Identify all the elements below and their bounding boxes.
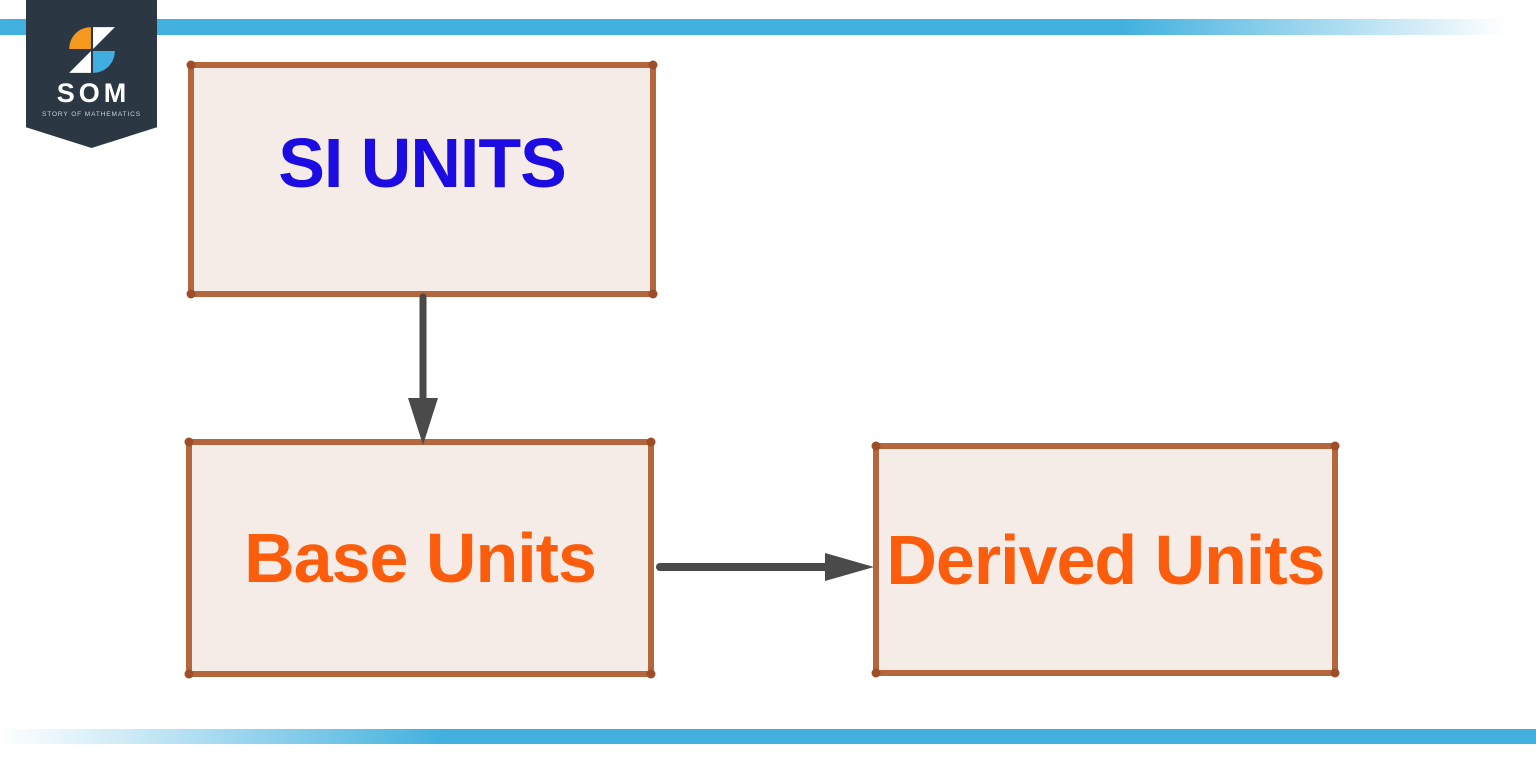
node-derived-units-label: Derived Units [886, 520, 1325, 599]
top-accent-bar [0, 19, 1536, 35]
som-logo-text: SOM [56, 78, 131, 108]
som-pinwheel-icon [68, 27, 115, 73]
som-logo-tagline: STORY OF MATHEMATICS [41, 111, 142, 118]
node-base-units: Base Units [186, 439, 654, 677]
arrow-base-to-derived [656, 553, 874, 581]
node-derived-units: Derived Units [873, 443, 1338, 676]
bottom-accent-bar [0, 729, 1536, 744]
node-si-units-label: SI UNITS [278, 123, 567, 202]
node-base-units-label: Base Units [244, 519, 597, 597]
node-si-units: SI UNITS [188, 62, 656, 297]
som-logo-badge: SOM STORY OF MATHEMATICS [26, 0, 157, 148]
arrow-si-to-base [408, 293, 438, 445]
